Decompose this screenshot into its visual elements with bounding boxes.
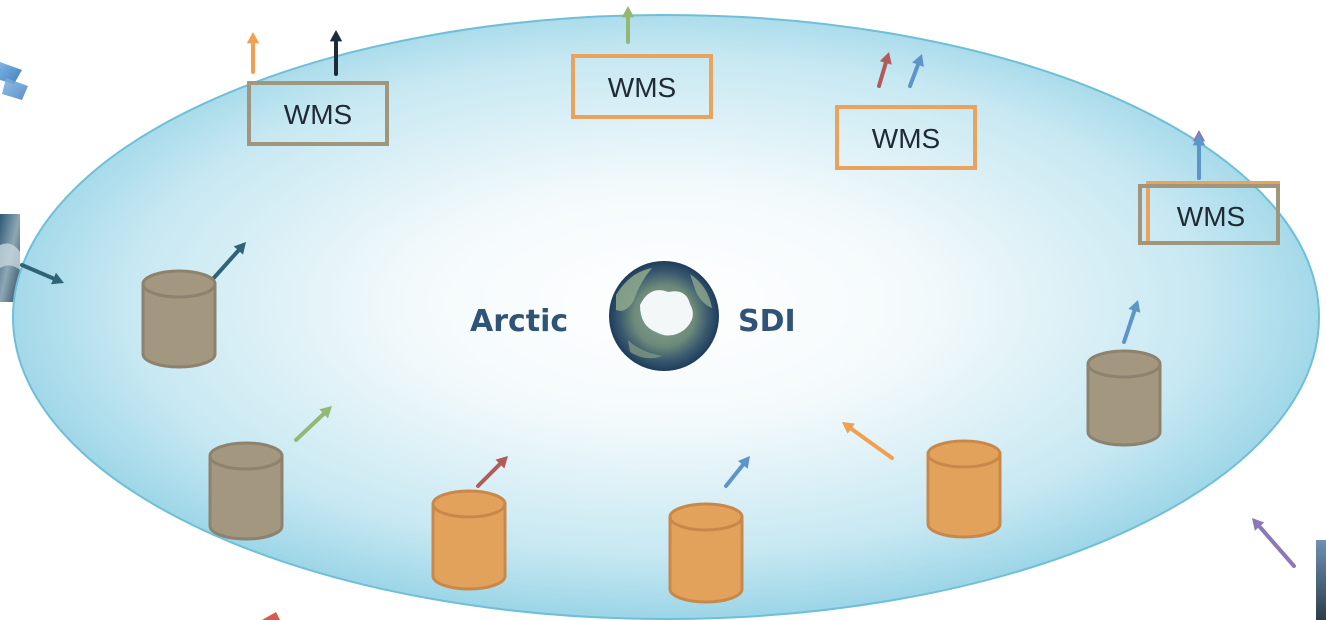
arrow-icon bbox=[1122, 300, 1141, 344]
wms-box: WMS bbox=[247, 81, 389, 146]
database-cylinder-icon bbox=[141, 269, 217, 369]
arrow-icon bbox=[476, 456, 508, 488]
logo-right-text: SDI bbox=[738, 304, 796, 339]
arrow-icon bbox=[877, 52, 892, 88]
arrow-icon bbox=[908, 54, 924, 88]
right-photo-fragment bbox=[1316, 540, 1326, 620]
arrow-icon bbox=[246, 32, 260, 74]
wms-label: WMS bbox=[1177, 201, 1245, 232]
database-cylinder-icon bbox=[1086, 349, 1162, 447]
arrow-icon bbox=[1252, 518, 1296, 568]
wms-label: WMS bbox=[872, 123, 940, 154]
database-cylinder-icon bbox=[208, 441, 284, 541]
cylinder-layer bbox=[141, 269, 1162, 604]
bottom-red-arrow-fragment bbox=[262, 612, 280, 620]
arrow-layer bbox=[20, 6, 1296, 568]
wms-box: WMS bbox=[835, 105, 977, 170]
wms-box: WMS bbox=[571, 54, 713, 119]
arctic-sdi-logo: Arctic SDI bbox=[470, 261, 796, 371]
database-cylinder-icon bbox=[926, 439, 1002, 539]
wms-label: WMS bbox=[284, 99, 352, 130]
logo-left-text: Arctic bbox=[470, 304, 568, 339]
arrow-icon bbox=[294, 406, 332, 442]
globe-icon bbox=[609, 261, 719, 371]
arrow-icon bbox=[210, 242, 246, 282]
arrow-icon bbox=[724, 456, 750, 488]
wms-label: WMS bbox=[608, 72, 676, 103]
wms-box: WMS bbox=[1138, 181, 1280, 245]
arrow-icon bbox=[1192, 134, 1206, 180]
database-cylinder-icon bbox=[668, 502, 744, 604]
arrow-icon bbox=[842, 422, 894, 460]
arrow-icon bbox=[20, 263, 64, 285]
database-cylinder-icon bbox=[431, 489, 507, 591]
arrow-icon bbox=[329, 30, 343, 76]
left-photo-fragment bbox=[0, 214, 20, 302]
satellite-fragment-icon bbox=[0, 62, 28, 100]
arrow-icon bbox=[621, 6, 635, 44]
